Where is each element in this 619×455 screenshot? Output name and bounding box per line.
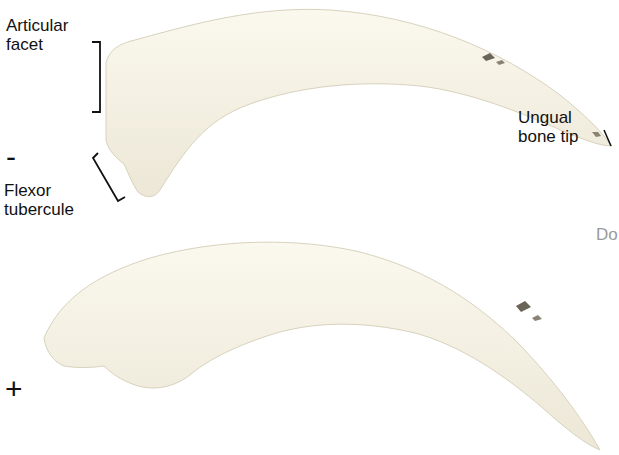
leader-line: [604, 130, 611, 146]
part-label: Articular facet: [6, 16, 86, 54]
part-label: Ungual bone tip: [518, 108, 604, 146]
bone-hole: [532, 315, 542, 321]
ungual-bone-minus: [106, 9, 612, 196]
bracket: [93, 153, 125, 201]
bone-hole: [592, 132, 601, 137]
part-label: Flexor tubercule: [4, 181, 90, 219]
bracket: [92, 42, 100, 112]
sign-label: -: [6, 140, 16, 174]
ungual-bone-plus: [44, 242, 600, 450]
bone-hole: [482, 53, 495, 61]
cut-label: Do: [596, 225, 618, 244]
sign-label: +: [5, 372, 23, 406]
bone-hole: [516, 301, 531, 312]
bone-hole: [496, 60, 505, 65]
